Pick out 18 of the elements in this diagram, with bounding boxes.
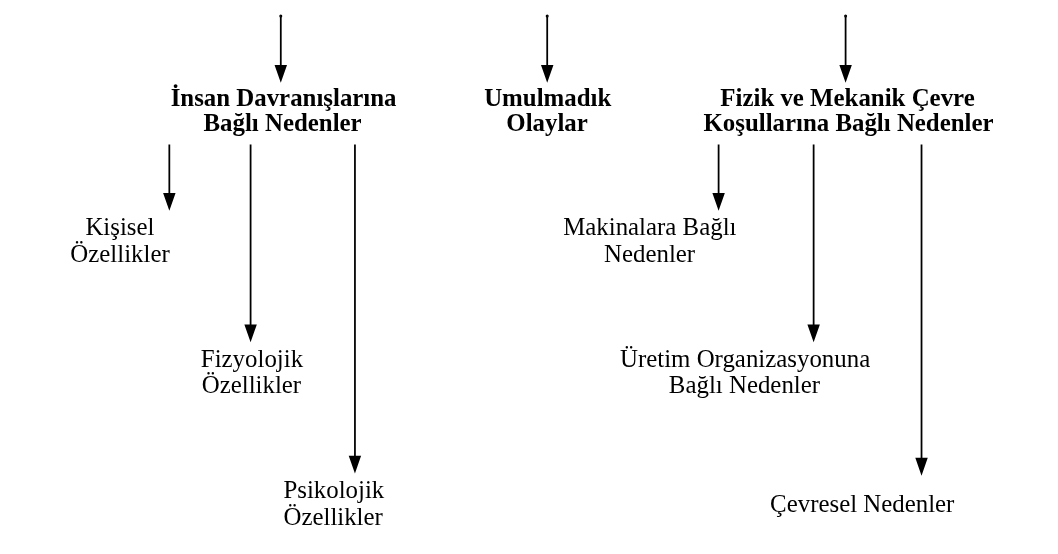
arrow bbox=[274, 16, 287, 83]
arrow bbox=[540, 16, 554, 83]
node-text: Çevresel Nedenler bbox=[770, 489, 955, 517]
node-text: Umulmadık Olaylar bbox=[484, 83, 612, 136]
node-text: Fizik ve Mekanik Çevre Koşullarına Bağlı Nedenler bbox=[703, 83, 994, 136]
arrow bbox=[712, 143, 725, 211]
arrow bbox=[915, 143, 928, 476]
arrow bbox=[839, 16, 852, 83]
arrow bbox=[807, 143, 820, 343]
node-text: Fizyolojik Özellikler bbox=[200, 344, 304, 399]
node-text: İnsan Davranışlarına Bağlı Nedenler bbox=[170, 83, 397, 136]
node-text: Kişisel Özellikler bbox=[70, 213, 170, 268]
node-text: Psikolojik Özellikler bbox=[283, 476, 385, 530]
arrow bbox=[244, 143, 257, 343]
arrow bbox=[348, 143, 362, 474]
arrow bbox=[163, 143, 176, 211]
node-text: Makinalara Bağlı Nedenler bbox=[563, 213, 737, 268]
node-text: Üretim Organizasyonuna Bağlı Nedenler bbox=[620, 344, 871, 399]
